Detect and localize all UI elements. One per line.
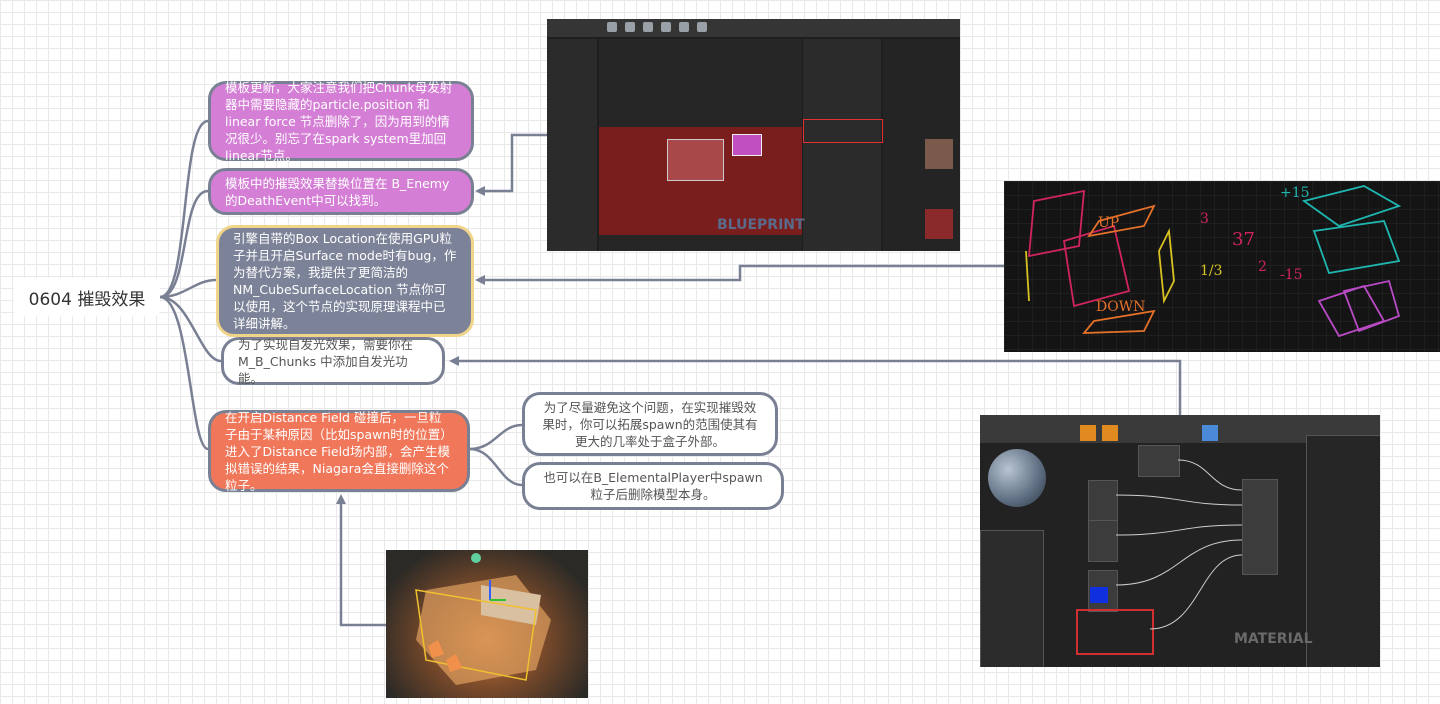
details-panel	[980, 530, 1044, 667]
play-icon	[697, 22, 707, 32]
edge-game-n5	[336, 494, 386, 627]
gameplay-screenshot	[386, 550, 588, 698]
node-template-update[interactable]: 模板更新，大家注意我们把Chunk母发射器中需要隐藏的particle.posi…	[208, 80, 474, 163]
edge-root-n2	[159, 189, 209, 299]
sketch-label: 3	[1200, 211, 1209, 227]
defaults-icon	[679, 22, 689, 32]
node-box-location-bug[interactable]: 引擎自带的Box Location在使用GPU粒子并且开启Surface mod…	[216, 225, 474, 337]
node-expand-spawn[interactable]: 为了尽量避免这个问题，在实现摧毁效果时，你可以拓展spawn的范围使其有更大的几…	[522, 392, 778, 456]
node-wires	[1115, 459, 1243, 630]
sketch-label: DOWN	[1096, 299, 1146, 315]
texture-node	[1138, 445, 1180, 477]
edge-blueprint-n2	[475, 133, 547, 196]
material-preview-sphere	[988, 449, 1046, 507]
sketch-label: UP	[1098, 215, 1120, 231]
asset-thumbnail	[925, 209, 953, 239]
sketch-label: +15	[1280, 185, 1310, 201]
whiteboard-sketch: UP DOWN 3 37 2 1/3 -15 +15	[1004, 181, 1440, 352]
compile-icon	[607, 22, 617, 32]
blueprint-screenshot: BLUEPRINT	[547, 19, 960, 251]
edge-n5-n6	[469, 423, 523, 451]
save-icon	[625, 22, 635, 32]
color-constant-node	[1090, 587, 1108, 603]
browse-icon	[643, 22, 653, 32]
content-browser-panel	[1306, 435, 1380, 667]
blueprint-toolbar	[547, 19, 960, 37]
components-panel	[547, 39, 597, 251]
sketch-label: -15	[1280, 267, 1303, 283]
selected-graph-node	[732, 134, 762, 156]
texture-node	[1088, 520, 1118, 562]
material-editor-screenshot: MATERIAL	[980, 415, 1380, 667]
details-panel	[803, 39, 881, 251]
live-update-icon	[1202, 425, 1218, 441]
node-distance-field[interactable]: 在开启Distance Field 碰撞后，一旦粒子由于某种原因（比如spawn…	[208, 410, 470, 493]
edge-root-n3	[159, 278, 217, 299]
node-delete-model[interactable]: 也可以在B_ElementalPlayer中spawn粒子后删除模型本身。	[522, 462, 784, 510]
destroyed-cube-scene	[415, 553, 551, 685]
edge-n5-n7	[469, 447, 523, 487]
edge-material-n4	[449, 356, 1182, 415]
highlight-box	[1076, 609, 1154, 655]
blueprint-watermark: BLUEPRINT	[717, 217, 805, 233]
edge-root-n1	[159, 119, 209, 299]
edge-root-n4	[159, 295, 222, 363]
edge-root-n5	[159, 295, 209, 451]
settings-icon	[661, 22, 671, 32]
asset-thumbnail	[925, 139, 953, 169]
node-emissive[interactable]: 为了实现自发光效果，需要你在M_B_Chunks 中添加自发光功能。	[221, 337, 445, 386]
apply-icon	[1080, 425, 1096, 441]
highlight-box	[803, 119, 883, 143]
material-watermark: MATERIAL	[1234, 631, 1313, 647]
sketch-label: 37	[1232, 229, 1255, 250]
node-destroy-location[interactable]: 模板中的摧毁效果替换位置在 B_Enemy的DeathEvent中可以找到。	[208, 168, 474, 215]
edge-chalk-n3	[475, 264, 1004, 285]
sketch-label: 2	[1258, 259, 1267, 275]
search-icon	[1102, 425, 1118, 441]
material-result-node	[1242, 479, 1278, 575]
sketch-label: 1/3	[1200, 263, 1223, 279]
sketch-drawing	[1025, 185, 1402, 338]
graph-node	[667, 139, 724, 181]
root-topic[interactable]: 0604 摧毁效果	[14, 278, 160, 316]
